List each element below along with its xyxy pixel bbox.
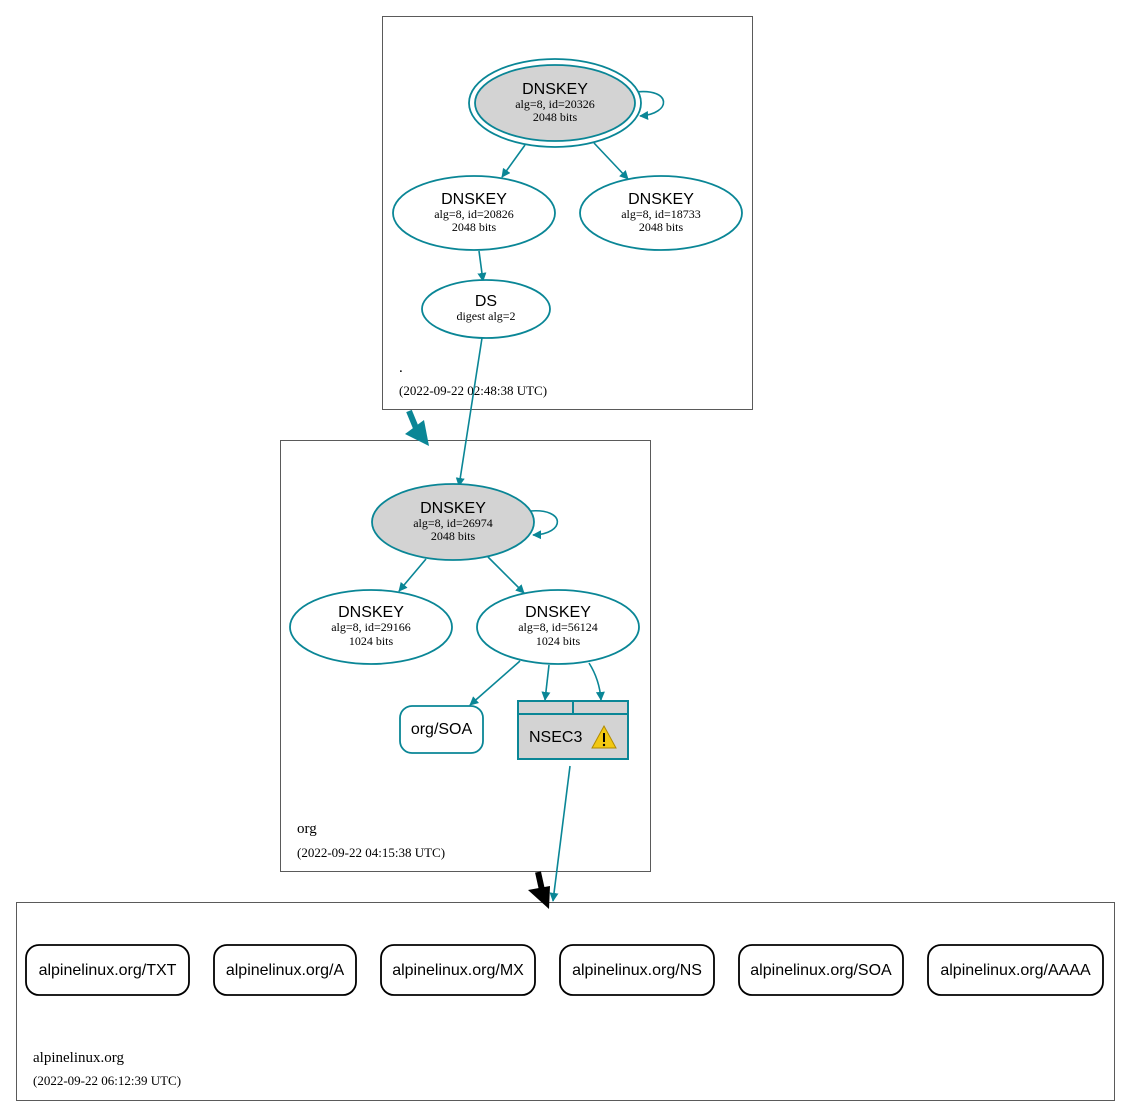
root-ds-node[interactable]: DS digest alg=2 bbox=[421, 279, 551, 339]
record-aaaa-label: alpinelinux.org/AAAA bbox=[940, 962, 1091, 979]
zone-root: . (2022-09-22 02:48:38 UTC) bbox=[382, 16, 753, 410]
zone-alpinelinux-timestamp: (2022-09-22 06:12:39 UTC) bbox=[33, 1073, 181, 1088]
org-zsk2-line2: 1024 bits bbox=[536, 634, 581, 648]
root-zsk2-title: DNSKEY bbox=[628, 191, 694, 208]
zone-root-name: . bbox=[399, 360, 403, 376]
record-mx-label: alpinelinux.org/MX bbox=[392, 962, 524, 979]
record-a[interactable]: alpinelinux.org/A bbox=[213, 944, 357, 996]
edge-root-ksk-zsk2 bbox=[593, 142, 629, 180]
org-nsec3-node[interactable]: NSEC3 bbox=[517, 700, 629, 760]
org-soa-label: org/SOA bbox=[411, 721, 473, 738]
org-soa-node[interactable]: org/SOA bbox=[399, 705, 484, 754]
root-zsk2-node[interactable]: DNSKEY alg=8, id=18733 2048 bits bbox=[579, 175, 743, 251]
org-zsk1-line1: alg=8, id=29166 bbox=[331, 620, 411, 634]
zone-alpinelinux: alpinelinux.org (2022-09-22 06:12:39 UTC… bbox=[16, 902, 1115, 1101]
record-txt-label: alpinelinux.org/TXT bbox=[39, 962, 177, 979]
delegation-org-alpine bbox=[528, 871, 550, 909]
warning-icon bbox=[591, 724, 617, 749]
zone-org-name: org bbox=[297, 821, 317, 837]
root-zsk2-line2: 2048 bits bbox=[639, 220, 684, 234]
edge-root-ksk-zsk1 bbox=[501, 144, 526, 178]
org-zsk1-title: DNSKEY bbox=[338, 604, 404, 621]
zone-alpinelinux-box bbox=[16, 902, 1115, 1101]
record-mx[interactable]: alpinelinux.org/MX bbox=[380, 944, 536, 996]
org-zsk2-title: DNSKEY bbox=[525, 604, 591, 621]
zone-org-timestamp: (2022-09-22 04:15:38 UTC) bbox=[297, 845, 445, 860]
record-soa[interactable]: alpinelinux.org/SOA bbox=[738, 944, 904, 996]
zone-root-box bbox=[382, 16, 753, 410]
org-nsec3-label: NSEC3 bbox=[529, 729, 582, 746]
record-txt[interactable]: alpinelinux.org/TXT bbox=[25, 944, 190, 996]
edge-root-zsk1-ds bbox=[477, 250, 487, 282]
root-ksk-line1: alg=8, id=20326 bbox=[515, 97, 595, 111]
org-ksk-node[interactable]: DNSKEY alg=8, id=26974 2048 bits bbox=[371, 483, 535, 561]
root-zsk1-line1: alg=8, id=20826 bbox=[434, 207, 514, 221]
record-list: alpinelinux.org/TXT alpinelinux.org/A al… bbox=[25, 944, 1104, 996]
root-zsk1-title: DNSKEY bbox=[441, 191, 507, 208]
record-ns[interactable]: alpinelinux.org/NS bbox=[559, 944, 715, 996]
edge-org-ksk-zsk1 bbox=[398, 558, 427, 592]
edge-org-zsk2-nsec3-a bbox=[541, 664, 551, 701]
org-zsk2-line1: alg=8, id=56124 bbox=[518, 620, 598, 634]
zone-alpinelinux-name: alpinelinux.org bbox=[33, 1050, 124, 1066]
root-ksk-node[interactable]: DNSKEY alg=8, id=20326 2048 bits bbox=[468, 58, 642, 148]
org-zsk1-line2: 1024 bits bbox=[349, 634, 394, 648]
root-zsk1-node[interactable]: DNSKEY alg=8, id=20826 2048 bits bbox=[392, 175, 556, 251]
org-zsk2-node[interactable]: DNSKEY alg=8, id=56124 1024 bits bbox=[476, 589, 640, 665]
root-zsk2-line1: alg=8, id=18733 bbox=[621, 207, 701, 221]
root-zsk1-line2: 2048 bits bbox=[452, 220, 497, 234]
org-ksk-title: DNSKEY bbox=[420, 500, 486, 517]
edge-org-zsk2-soa bbox=[469, 660, 521, 706]
org-zsk1-node[interactable]: DNSKEY alg=8, id=29166 1024 bits bbox=[289, 589, 453, 665]
root-ds-title: DS bbox=[475, 293, 497, 310]
edge-org-ksk-self bbox=[529, 510, 559, 540]
zone-root-timestamp: (2022-09-22 02:48:38 UTC) bbox=[399, 383, 547, 398]
edge-org-ksk-zsk2 bbox=[487, 556, 525, 594]
org-ksk-line1: alg=8, id=26974 bbox=[413, 516, 493, 530]
edge-root-ds-org-ksk bbox=[455, 337, 483, 487]
org-ksk-line2: 2048 bits bbox=[431, 529, 476, 543]
edge-nsec3-alpine bbox=[549, 765, 571, 902]
edge-org-zsk2-nsec3-b bbox=[588, 662, 605, 701]
record-ns-label: alpinelinux.org/NS bbox=[572, 962, 702, 979]
root-ksk-title: DNSKEY bbox=[522, 81, 588, 98]
edge-root-ksk-self bbox=[635, 90, 665, 120]
root-ds-line1: digest alg=2 bbox=[456, 309, 515, 323]
edges bbox=[398, 90, 665, 902]
delegation-root-org bbox=[405, 409, 429, 446]
root-ksk-line2: 2048 bits bbox=[533, 110, 578, 124]
record-a-label: alpinelinux.org/A bbox=[226, 962, 345, 979]
record-soa-label: alpinelinux.org/SOA bbox=[750, 962, 892, 979]
record-aaaa[interactable]: alpinelinux.org/AAAA bbox=[927, 944, 1104, 996]
